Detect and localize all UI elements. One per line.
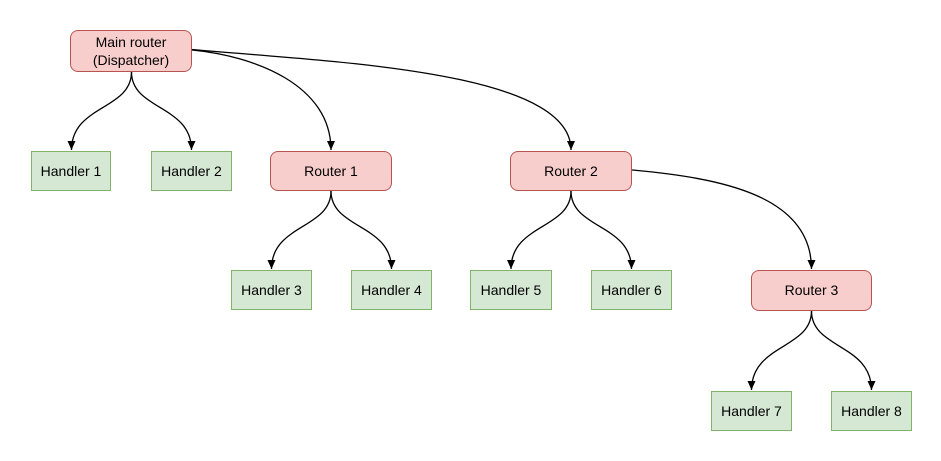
node-handler-2-label: Handler 2	[161, 162, 222, 179]
node-handler-6: Handler 6	[591, 270, 672, 310]
node-handler-5: Handler 5	[470, 270, 552, 310]
node-router-1-label: Router 1	[304, 162, 358, 179]
edge-main-router-to-handler-2	[130, 71, 196, 151]
node-handler-3-label: Handler 3	[241, 281, 302, 298]
edge-main-router-to-router-2	[191, 48, 575, 151]
edge-main-router-to-router-1	[191, 49, 335, 151]
node-main-router-label: Main router (Dispatcher)	[92, 33, 170, 68]
edge-router-2-to-handler-5	[507, 190, 572, 270]
edge-router-3-to-handler-8	[810, 310, 876, 391]
edge-main-router-to-handler-1	[67, 71, 133, 151]
node-handler-1: Handler 1	[31, 151, 111, 191]
node-router-3-label: Router 3	[784, 282, 839, 299]
node-handler-6-label: Handler 6	[601, 281, 662, 298]
node-handler-8: Handler 8	[831, 391, 912, 431]
edge-router-3-to-handler-7	[747, 310, 813, 391]
edge-router-1-to-handler-4	[330, 190, 396, 270]
node-main-router: Main router (Dispatcher)	[70, 30, 192, 72]
node-router-2-label: Router 2	[544, 162, 598, 179]
node-handler-7: Handler 7	[711, 391, 792, 431]
node-handler-4-label: Handler 4	[361, 281, 422, 298]
node-router-1: Router 1	[270, 151, 392, 191]
node-handler-3: Handler 3	[231, 270, 312, 310]
node-router-2: Router 2	[510, 151, 632, 191]
node-handler-2: Handler 2	[151, 151, 232, 191]
node-router-3: Router 3	[751, 270, 872, 311]
node-handler-5-label: Handler 5	[480, 281, 542, 298]
edge-router-1-to-handler-3	[267, 190, 332, 270]
node-handler-7-label: Handler 7	[721, 402, 782, 419]
edge-router-2-to-handler-6	[570, 190, 636, 270]
node-handler-4: Handler 4	[351, 270, 432, 310]
node-handler-1-label: Handler 1	[40, 162, 102, 179]
node-handler-8-label: Handler 8	[841, 402, 902, 419]
edge-router-2-to-router-3	[631, 169, 816, 270]
